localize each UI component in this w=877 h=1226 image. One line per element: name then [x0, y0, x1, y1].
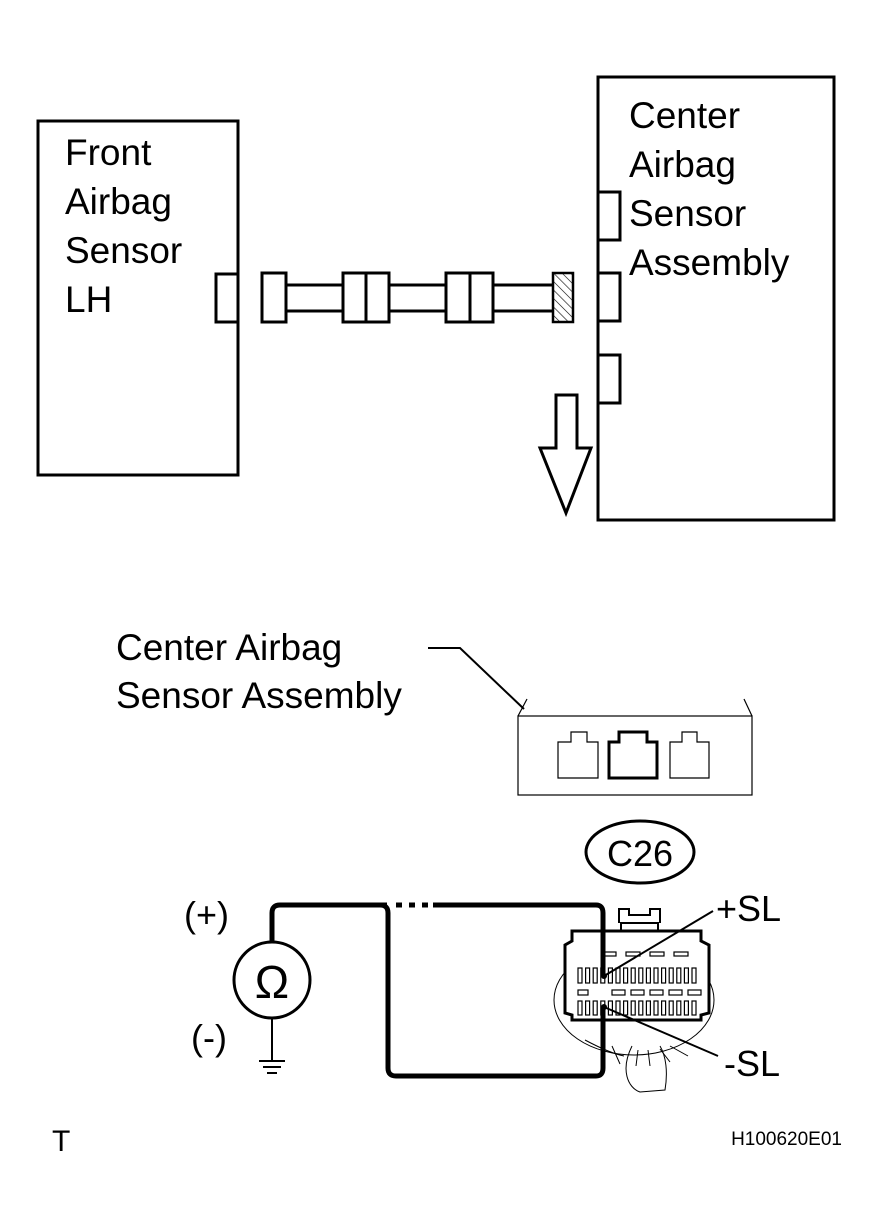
connector-pin-cavity [611, 989, 626, 996]
front-sensor-connector [214, 272, 240, 324]
meter-positive-label: (+) [184, 894, 229, 935]
center-sensor-label-line-2: Airbag [629, 144, 736, 185]
connector-location-view: Center Airbag Sensor Assembly [116, 627, 753, 796]
connector-pin-cavity [645, 1000, 652, 1016]
unit-connector-c26 [607, 730, 659, 780]
view-direction-arrow [537, 393, 594, 518]
leader-line [428, 647, 525, 710]
connector-pin-cavity [668, 967, 674, 984]
connector-pin-cavity [577, 967, 583, 984]
connector-pin-cavity [687, 989, 702, 996]
connector-pin-cavity [607, 967, 614, 984]
unit-connector-right [669, 731, 710, 779]
connector-pin-cavity [645, 967, 652, 984]
front-sensor-label-line-2: Airbag [65, 181, 172, 222]
connector-pin-cavity [653, 967, 659, 984]
connector-code-badge: C26 [584, 819, 696, 885]
ohmmeter: Ω (+) (-) [184, 894, 312, 1074]
connector-pin-cavity [660, 967, 667, 984]
meter-negative-label: (-) [191, 1017, 227, 1058]
center-sensor-connector-3 [596, 353, 622, 405]
test-leads [269, 902, 606, 1079]
connector-pin-cavity [592, 967, 598, 984]
connector-pin-cavity [653, 1000, 659, 1016]
connector-pin-cavity [622, 1000, 629, 1016]
connector-pin-cavity [660, 1000, 667, 1016]
connector-pin-cavity [691, 1000, 697, 1016]
connector-pin-cavity [615, 967, 621, 984]
front-airbag-sensor-lh-box: Front Airbag Sensor LH [36, 119, 240, 477]
wire-harness [260, 271, 575, 324]
center-sensor-label-line-3: Sensor [629, 193, 746, 234]
connector-pin-cavity [607, 1000, 614, 1016]
terminal-minus-sl-label: -SL [724, 1043, 780, 1084]
ground-icon [259, 1060, 285, 1074]
center-airbag-sensor-assembly-box: Center Airbag Sensor Assembly [596, 75, 836, 522]
connector-pin-cavity [577, 989, 589, 996]
connector-pin-cavity [676, 967, 682, 984]
front-sensor-label-line-1: Front [65, 132, 152, 173]
center-sensor-connector-2 [596, 271, 622, 323]
connector-pin-cavity [630, 989, 645, 996]
connector-pin-cavity [683, 967, 690, 984]
connector-pin-cavity [676, 1000, 682, 1016]
connector-pin-cavity [668, 1000, 674, 1016]
front-sensor-label-line-3: Sensor [65, 230, 182, 271]
connector-pin-cavity [649, 989, 664, 996]
connector-code-label: C26 [607, 833, 673, 874]
ohm-icon: Ω [255, 956, 289, 1008]
front-sensor-label-line-4: LH [65, 279, 112, 320]
center-airbag-label-line-2: Sensor Assembly [116, 675, 402, 716]
terminal-plus-sl-label: +SL [716, 888, 781, 929]
center-sensor-label-line-1: Center [629, 95, 740, 136]
disconnected-connector-hatched [551, 271, 575, 324]
c26-connector-face [553, 908, 715, 1093]
center-sensor-label-line-4: Assembly [629, 242, 790, 283]
connector-pin-cavity [584, 967, 591, 984]
connector-pin-cavity [592, 1000, 598, 1016]
connector-pin-cavity [615, 1000, 621, 1016]
connector-pin-cavity [584, 1000, 591, 1016]
figure-id: H100620E01 [731, 1129, 842, 1150]
harness-end-connector [260, 271, 288, 324]
connector-pin-cavity [577, 1000, 583, 1016]
connector-pin-cavity [668, 989, 683, 996]
center-airbag-label-line-1: Center Airbag [116, 627, 342, 668]
connector-pin-cavity [683, 1000, 690, 1016]
connector-pin-cavity [630, 967, 636, 984]
connector-pin-cavity [638, 967, 644, 984]
unit-connector-left [557, 731, 599, 779]
terminal-leaders: +SL -SL [603, 888, 781, 1084]
connector-pin-cavity [691, 967, 697, 984]
connector-pin-cavity [638, 1000, 644, 1016]
corner-letter: T [52, 1125, 70, 1158]
connector-pin-cavity [673, 951, 689, 957]
connector-pin-cavity [622, 967, 629, 984]
connector-pin-cavity [649, 951, 665, 957]
center-sensor-connector-1 [596, 190, 622, 242]
connector-pin-cavity [630, 1000, 636, 1016]
